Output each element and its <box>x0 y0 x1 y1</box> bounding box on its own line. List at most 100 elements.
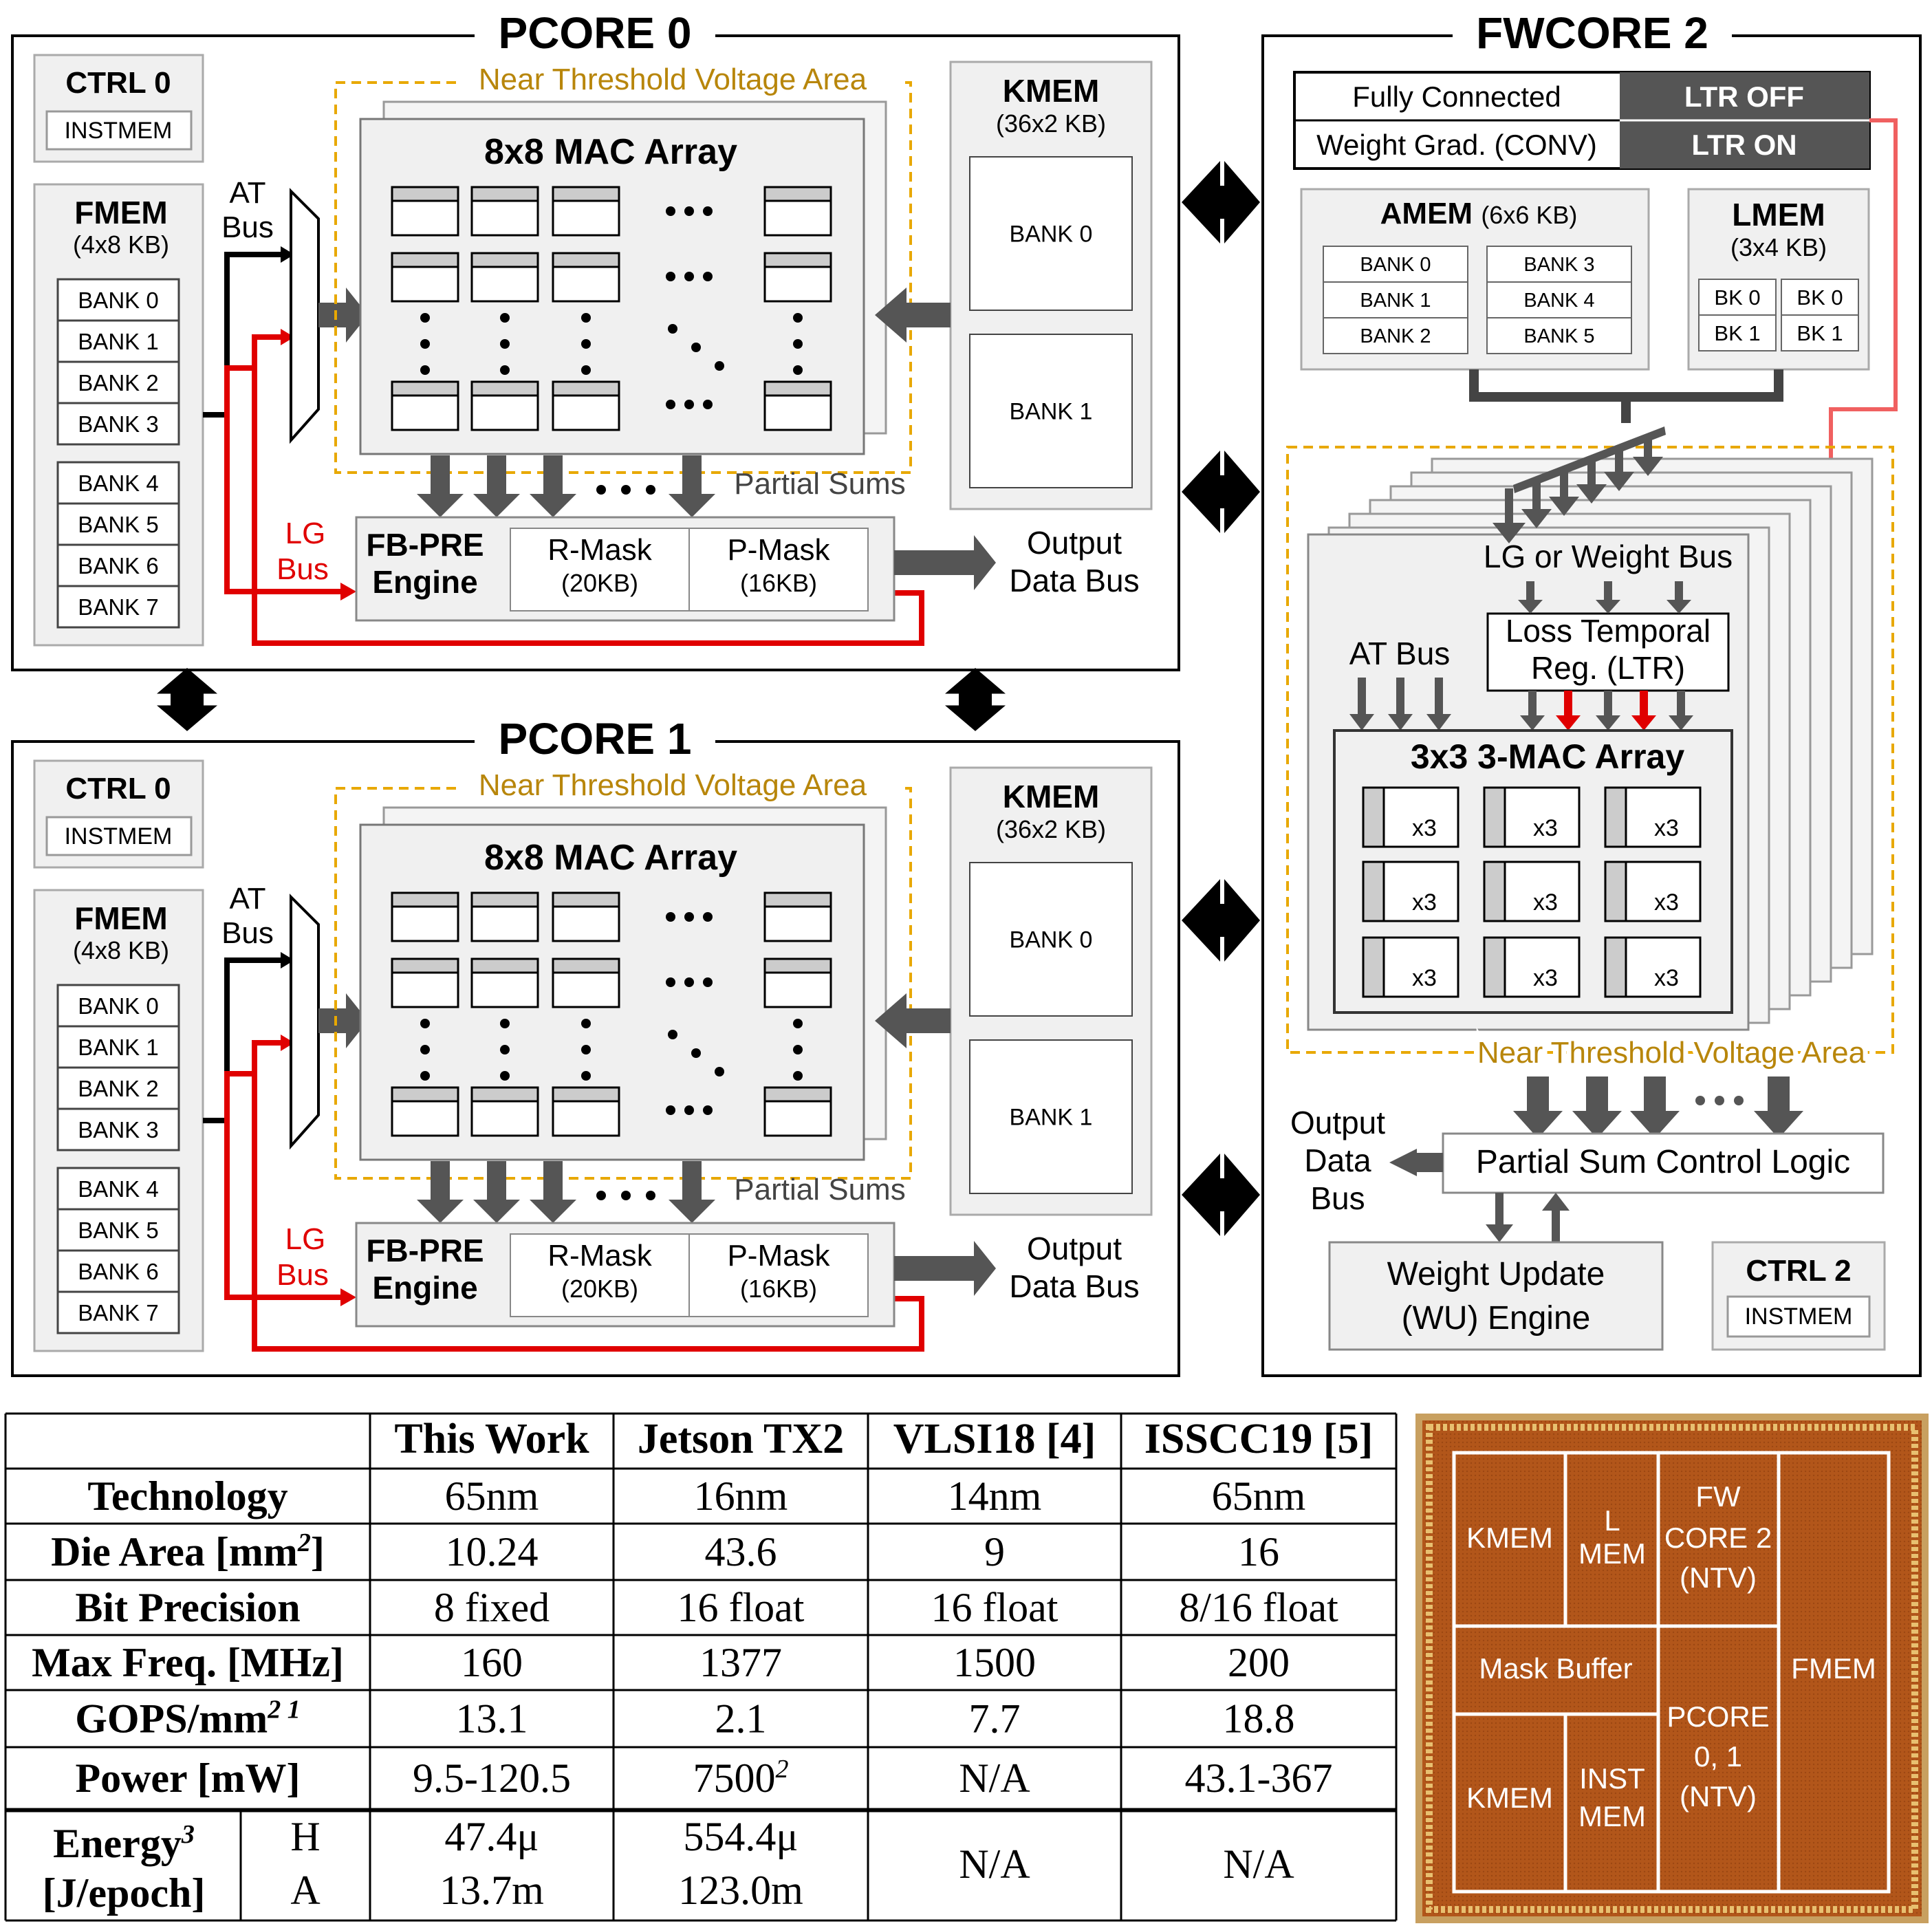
table-cell: 2.1 <box>715 1696 767 1742</box>
pmask-label-1: P-Mask <box>727 533 830 567</box>
lmem-title: LMEM <box>1732 197 1825 232</box>
leftright-arrow-1 <box>1182 161 1260 244</box>
wu-label-2: (WU) Engine <box>1402 1300 1591 1337</box>
table-cell: 16 <box>1238 1529 1279 1575</box>
row-label: GOPS/mm2 1 <box>75 1696 301 1742</box>
kmem-bank: BANK 0 <box>1010 927 1093 953</box>
fmem-bank: BANK 3 <box>78 1117 158 1143</box>
table-cell: 16nm <box>694 1473 788 1519</box>
row-label: Max Freq. [MHz] <box>32 1640 344 1685</box>
fw-mac-cell-label: x3 <box>1533 965 1558 991</box>
pcore-title: PCORE 0 <box>499 8 692 58</box>
leftright-arrow-3 <box>1182 879 1260 962</box>
updown-arrow-left <box>157 668 217 731</box>
table-header: Jetson TX2 <box>638 1416 844 1462</box>
table-cell: 43.1-367 <box>1185 1755 1333 1801</box>
die-kmem-top: KMEM <box>1466 1522 1553 1554</box>
wu-label-1: Weight Update <box>1387 1256 1605 1292</box>
fw-mac-cell-label: x3 <box>1412 815 1437 841</box>
table-cell: 10.24 <box>446 1529 539 1575</box>
ltr-off-state: LTR OFF <box>1684 80 1804 113</box>
table-cell: 43.6 <box>705 1529 777 1575</box>
fmem-bank: BANK 6 <box>78 553 158 578</box>
at-bus-label-2: Bus <box>221 916 274 950</box>
at-bus-label-1: AT <box>230 882 266 916</box>
die-kmem-bot: KMEM <box>1466 1782 1553 1814</box>
ntv-label: Near Threshold Voltage Area <box>479 768 867 802</box>
fmem-bank: BANK 2 <box>78 370 158 396</box>
fwcore-block: FWCORE 2 Fully Connected Weight Grad. (C… <box>1261 8 1922 1377</box>
ctrl-title: CTRL 0 <box>65 772 171 805</box>
fw-mac-title: 3x3 3-MAC Array <box>1411 737 1685 776</box>
table-cell: 13.1 <box>456 1696 528 1742</box>
fw-mac-cell-label: x3 <box>1533 889 1558 916</box>
kmem-size: (36x2 KB) <box>996 815 1106 843</box>
fw-at-bus-label: AT Bus <box>1349 636 1451 671</box>
kmem-bank: BANK 1 <box>1010 399 1093 425</box>
die-fmem: FMEM <box>1791 1652 1876 1685</box>
fw-mac-cell-label: x3 <box>1412 965 1437 991</box>
rmask-label-1: R-Mask <box>547 533 653 567</box>
pmask-label-1: P-Mask <box>727 1239 830 1273</box>
ctrl-instmem: INSTMEM <box>65 118 173 144</box>
table-header: ISSCC19 [5] <box>1144 1416 1373 1462</box>
fmem-size: (4x8 KB) <box>73 230 169 259</box>
row-label: Bit Precision <box>75 1585 300 1630</box>
mac-title: 8x8 MAC Array <box>484 838 737 878</box>
lg-bus-label-2: Bus <box>276 1258 329 1292</box>
kmem-bank: BANK 0 <box>1010 221 1093 248</box>
lmem-bank: BK 0 <box>1714 285 1760 310</box>
die-inst-1: INST <box>1579 1762 1645 1795</box>
table-cell: 16 float <box>677 1585 805 1630</box>
energy-label: Energy3 <box>53 1820 195 1866</box>
ltr-output-arrows <box>1520 691 1693 731</box>
ltr-label-2: Reg. (LTR) <box>1531 650 1685 686</box>
rmask-label-1: R-Mask <box>547 1239 653 1273</box>
fmem-bank: BANK 4 <box>78 1176 158 1202</box>
lmem-bank: BK 0 <box>1797 285 1843 310</box>
fbpre-label-2: Engine <box>372 1270 477 1306</box>
die-lmem-1: L <box>1604 1504 1620 1537</box>
die-pcore-3: (NTV) <box>1680 1780 1757 1813</box>
fmem-bank: BANK 6 <box>78 1259 158 1284</box>
psum-arrows-fw <box>1513 1076 1803 1138</box>
lmem-bank: BK 1 <box>1714 321 1760 345</box>
die-pcore-2: 0, 1 <box>1694 1740 1742 1773</box>
fmem-title: FMEM <box>74 900 167 936</box>
fmem-bank: BANK 7 <box>78 1300 158 1326</box>
fw-mac-cell-label: x3 <box>1654 889 1679 916</box>
table-cell: 160 <box>461 1640 523 1685</box>
lg-bus-label-1: LG <box>285 517 326 550</box>
energy-jetson-h: 554.4μ <box>683 1814 798 1859</box>
rmask-label-2: (20KB) <box>561 1275 638 1303</box>
fw-mac-cell-label: x3 <box>1533 815 1558 841</box>
fmem-bank: BANK 5 <box>78 1218 158 1243</box>
fmem-size: (4x8 KB) <box>73 936 169 964</box>
die-fw-3: (NTV) <box>1680 1561 1757 1594</box>
fwcore-title: FWCORE 2 <box>1476 8 1708 58</box>
mac-title: 8x8 MAC Array <box>484 132 737 172</box>
die-fw-1: FW <box>1695 1480 1741 1513</box>
pmask-label-2: (16KB) <box>740 1275 817 1303</box>
table-cell: 18.8 <box>1223 1696 1295 1742</box>
table-cell: 200 <box>1228 1640 1290 1685</box>
table-cell: N/A <box>959 1755 1030 1801</box>
table-cell: 65nm <box>1212 1473 1306 1519</box>
lmem-bank: BK 1 <box>1797 321 1843 345</box>
table-cell: 14nm <box>948 1473 1042 1519</box>
table-cell: 8/16 float <box>1179 1585 1338 1630</box>
table-cell: 1500 <box>953 1640 1036 1685</box>
fmem-bank: BANK 3 <box>78 411 158 437</box>
weight-fanout-arrows <box>1493 426 1666 543</box>
fmem-bank: BANK 2 <box>78 1076 158 1101</box>
fmem-bank: BANK 1 <box>78 329 158 354</box>
fmem-title: FMEM <box>74 195 167 230</box>
leftright-arrow-4 <box>1182 1154 1260 1236</box>
mode-wg-label: Weight Grad. (CONV) <box>1316 129 1597 161</box>
amem-size: (6x6 KB) <box>1481 201 1577 229</box>
at-bus-label-1: AT <box>230 176 266 210</box>
kmem-size: (36x2 KB) <box>996 109 1106 138</box>
